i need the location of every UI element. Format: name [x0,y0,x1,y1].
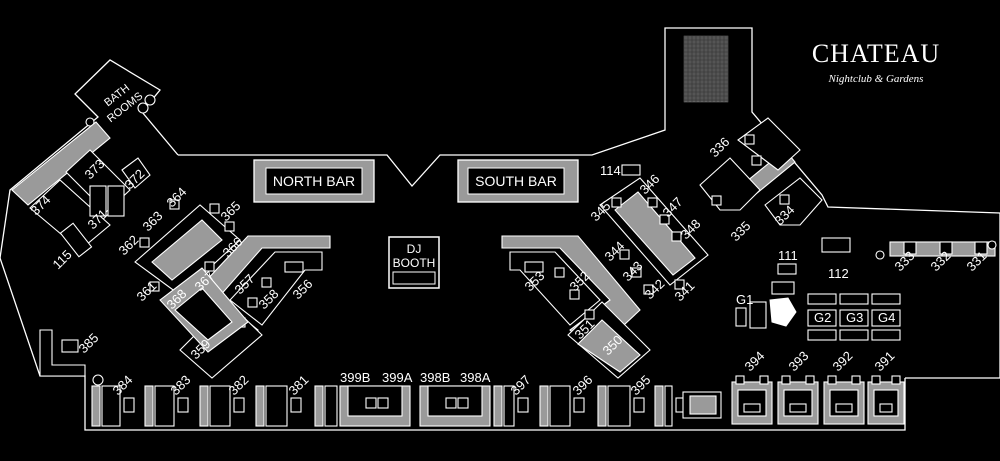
table-label-t344[interactable]: 344 [602,238,628,264]
table-label-t396[interactable]: 396 [570,372,596,398]
table-label-t342[interactable]: 342 [642,276,668,302]
north-bar-label: NORTH BAR [273,173,355,189]
table-label-t115[interactable]: 115 [50,247,75,272]
table-label-t363[interactable]: 363 [140,208,166,234]
table-label-t391[interactable]: 391 [872,348,898,374]
north-booth-cluster [134,199,249,353]
table-label-t395[interactable]: 395 [628,372,654,398]
table-label-g1[interactable]: G1 [736,292,753,307]
table-label-t399a[interactable]: 399A [382,370,413,385]
table-label-t385[interactable]: 385 [76,330,102,356]
bottom-booths [91,375,905,427]
table-label-t111[interactable]: 111 [778,248,798,263]
table-label-t393[interactable]: 393 [786,348,812,374]
bathrooms: BATH ROOMS [85,82,156,127]
g1-lounge-icon [769,297,797,327]
brand-logo: CHATEAU Nightclub & Gardens [812,39,940,85]
table-label-t399b[interactable]: 399B [340,370,370,385]
lower-outer-wall [0,257,906,431]
table-label-t343[interactable]: 343 [620,258,646,284]
table-label-t398a[interactable]: 398A [460,370,491,385]
outer-wall [178,27,1000,214]
table-label-t335[interactable]: 335 [728,218,754,244]
table-label-g2[interactable]: G2 [814,310,831,325]
table-label-t392[interactable]: 392 [830,348,856,374]
brand-subtitle: Nightclub & Gardens [828,73,924,85]
dj-booth[interactable]: DJ BOOTH [388,236,440,289]
post [92,374,104,386]
east-lounge [735,237,997,341]
table-label-g3[interactable]: G3 [846,310,863,325]
brand-title: CHATEAU [812,39,940,68]
booth-385 [39,329,86,377]
dj-label-1: DJ [407,242,422,256]
dj-label-2: BOOTH [393,256,436,270]
table-label-t364[interactable]: 364 [164,184,190,210]
south-bar-label: SOUTH BAR [475,173,557,189]
north-bar[interactable]: NORTH BAR [253,159,375,203]
west-booths [11,121,151,258]
south-l-booth [501,235,651,379]
east-booths [699,117,823,226]
table-label-t365[interactable]: 365 [218,198,244,224]
table-label-t336[interactable]: 336 [707,134,733,160]
south-booth-cluster [599,164,709,295]
table-label-t398b[interactable]: 398B [420,370,450,385]
east-wall [905,213,1000,379]
table-label-g4[interactable]: G4 [878,310,895,325]
fixture [85,117,95,127]
table-label-t362[interactable]: 362 [116,232,142,258]
fixture [144,94,156,106]
table-label-t114[interactable]: 114 [600,163,621,178]
table-label-t394[interactable]: 394 [742,348,768,374]
grid-feature [683,35,729,103]
table-label-t112[interactable]: 112 [828,266,849,281]
table-label-t381[interactable]: 381 [286,372,312,398]
south-bar[interactable]: SOUTH BAR [457,159,579,203]
fixture [137,102,149,114]
